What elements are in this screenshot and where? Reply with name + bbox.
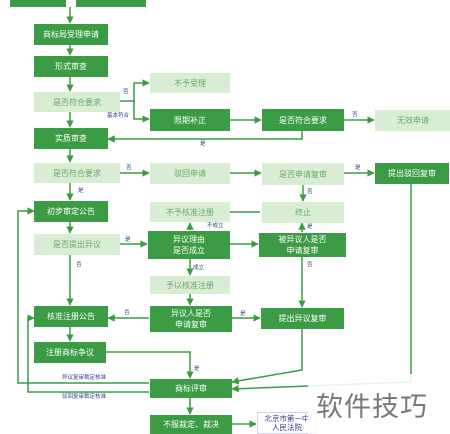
label-basic: 基本符合 [107, 113, 130, 119]
node-formal: 形式审查 [34, 56, 108, 77]
watermark-background [308, 374, 450, 434]
node-reject: 驳回申请 [150, 163, 230, 184]
label-yes: 是 [125, 237, 131, 243]
label-no: 否 [124, 310, 130, 316]
label-yes: 是 [355, 165, 361, 171]
node-tm-review: 商标评审 [150, 379, 232, 398]
node-approve: 予以核准注册 [150, 276, 230, 294]
node-disagree: 不服裁定、裁决 [150, 415, 232, 434]
node-opponent-review: 异议人是否 申请复审 [150, 306, 232, 332]
node-opposition: 是否提出异议 [34, 234, 120, 255]
node-meets3: 是否符合要求 [34, 163, 120, 183]
label-no: 否 [76, 262, 82, 268]
edge-tmreview-notice [27, 314, 149, 393]
node-reason: 异议理由 是否成立 [148, 231, 230, 259]
label-yes: 是 [307, 224, 313, 230]
node-meets2: 是否符合要求 [262, 109, 344, 131]
edge-dispute-tmreview [106, 351, 194, 379]
label-no: 否 [123, 89, 129, 95]
label-yes: 是 [240, 311, 246, 317]
node-prelim: 初步审定公告 [34, 201, 108, 222]
node-top-right [76, 0, 146, 7]
label-no: 否 [307, 189, 313, 195]
label-not-valid: 不成立 [207, 223, 224, 229]
label-yes: 是 [194, 366, 200, 372]
node-dispute: 注册商标争议 [34, 342, 106, 363]
node-accept: 商标局受理申请 [34, 24, 108, 45]
watermark-text: 软件技巧 [316, 392, 428, 423]
node-opposed-review: 被异议人是否 申请复审 [259, 233, 346, 257]
label-reject-review-ruling: 驳回复审裁定核准 [62, 394, 107, 400]
node-terminate: 终止 [262, 202, 344, 223]
node-top-left [10, 0, 66, 7]
node-submit-reject-review: 提出驳回复审 [375, 163, 449, 184]
label-no: 否 [352, 112, 358, 118]
label-opp-review-ruling: 异议复审裁定核准 [62, 375, 107, 381]
node-invalid: 无效申请 [375, 110, 450, 131]
node-substantive: 实质审查 [34, 128, 108, 149]
node-court: 北京市第一中 人民法院 [257, 412, 317, 434]
edge-tmreview-prelim [17, 207, 149, 384]
node-correct: 限期补正 [150, 109, 230, 131]
edge-meets2-substantive [107, 131, 303, 143]
label-valid: 成立 [193, 265, 205, 271]
edge-submitopp-tmreview [231, 329, 303, 385]
node-submit-opp-review: 提出异议复审 [261, 308, 344, 329]
edge-meets1-correct [133, 101, 150, 123]
node-meets1: 是否符合要求 [34, 92, 120, 112]
label-no: 否 [307, 262, 313, 268]
label-no: 否 [126, 165, 132, 171]
node-not-accept: 不予受理 [150, 73, 230, 93]
label-yes: 是 [78, 188, 84, 194]
edge-meets1-notaccept [120, 79, 150, 102]
node-apply-review: 是否申请复审 [262, 163, 344, 185]
label-yes: 是 [200, 141, 206, 147]
node-not-approve: 不予核准注册 [150, 202, 230, 222]
node-approve-notice: 核准注册公告 [34, 306, 108, 327]
